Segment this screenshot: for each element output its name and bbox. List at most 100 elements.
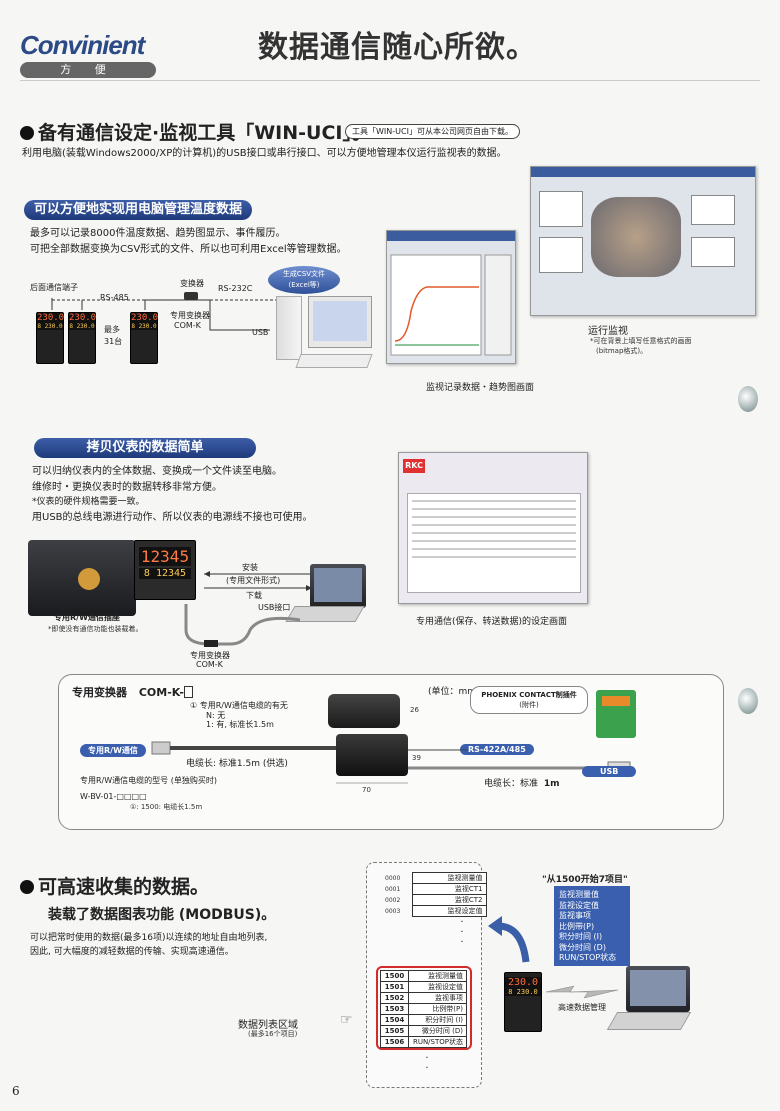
quote-item: RUN/STOP状态	[559, 953, 617, 962]
converter-top-view	[328, 694, 400, 728]
rw-model-note: 专用R/W通信电缆的型号 (单独购买时)	[80, 776, 217, 785]
section1-subtitle: 可以方便地实现用电脑管理温度数据	[24, 200, 253, 220]
section2-desc-3: *仪表的硬件规格需要一致。	[32, 497, 145, 507]
trend-screenshot	[386, 230, 516, 364]
meter-front: 12345 8 12345	[134, 540, 196, 600]
ellipsis-2: ··	[425, 1053, 429, 1074]
meter-section3-display: 230.0	[505, 977, 541, 988]
data-list-label-sub: (最多16个项目)	[248, 1030, 298, 1038]
label-cell: 监视设定值	[411, 905, 487, 917]
quote-list-box: 监视测量值 监视设定值 监视事项 比例带(P) 积分时间 (I) 微分时间 (D…	[554, 886, 630, 966]
laptop-display	[314, 568, 362, 602]
rs422-tag: RS-422A/485	[460, 744, 534, 755]
trend-titlebar	[387, 231, 515, 241]
monitor-panel-3	[691, 195, 735, 225]
addr-cell: 0001	[385, 885, 401, 893]
meter-2-display: 230.0	[69, 313, 97, 323]
csv-bubble-line1: 生成CSV文件	[282, 270, 326, 278]
phoenix-connector	[596, 690, 636, 738]
section2-desc-1: 可以归纳仪表内的全体数据、变换成一个文件读至电脑。	[32, 466, 282, 477]
dim-39: 39	[412, 754, 421, 762]
logo-text: Convinient	[20, 30, 145, 60]
section2-desc-2: 维修时・更换仪表时的数据转移非常方便。	[32, 482, 222, 493]
section1-subdesc-2: 可把全部数据变换为CSV形式的文件、所以也可利用Excel等管理数据。	[30, 244, 347, 255]
addr-cell: 0002	[385, 896, 401, 904]
section3-desc-2: 因此, 可大幅度的减轻数据的传输、实现高速通信。	[30, 947, 234, 957]
monitor-title: 运行监视	[588, 326, 628, 337]
rw-model-code: W-BV-01-□□□□	[80, 792, 147, 801]
addr-cell: 1501	[380, 981, 409, 993]
meter-3-subdisplay: 8 230.0	[131, 323, 157, 330]
dim-70: 70	[362, 786, 371, 794]
csv-bubble: 生成CSV文件 (Excel等)	[268, 266, 340, 294]
section1-subdesc-1: 最多可以记录8000件温度数据、趋势图显示、事件履历。	[30, 228, 286, 239]
csv-bubble-line2: (Excel等)	[288, 281, 320, 289]
addr-cell: 1500	[380, 970, 409, 982]
option-desc-1: ① 专用R/W通信电缆的有无	[190, 701, 288, 710]
monitor-panel-4	[691, 237, 735, 267]
label-cell: 微分时间 (D)	[408, 1025, 467, 1037]
monitor-note-1: *可在背景上填写任意格式的画面	[590, 337, 692, 345]
addr-cell: 0003	[385, 907, 401, 915]
meter-1-subdisplay: 8 230.0	[37, 323, 63, 330]
label-cell: 监视事项	[408, 992, 467, 1004]
laptop-screen	[310, 564, 366, 608]
download-label: 下载	[246, 591, 262, 600]
logo-subtitle: 方 便	[20, 62, 156, 78]
rear-terminal-label: 后面通信端子	[30, 283, 78, 292]
quote-item: 微分时间 (D)	[559, 942, 606, 952]
com-k-label-1b: 专用变换器	[190, 651, 230, 660]
page-number: 6	[12, 1084, 20, 1098]
header-divider	[20, 80, 760, 81]
rs232c-label: RS-232C	[218, 284, 253, 293]
install-label: 安装	[242, 563, 258, 572]
addr-cell: 0000	[385, 874, 401, 882]
model-option-box	[183, 686, 193, 698]
com-k-device	[204, 640, 218, 647]
meter-3: 230.0 8 230.0	[130, 312, 158, 364]
pc-screen	[313, 301, 367, 341]
meter-3-display: 230.0	[131, 313, 159, 323]
section3-title: 可高速收集的数据。	[20, 872, 209, 899]
converter-side-view	[336, 734, 408, 776]
rw-socket-label: 专用R/W通信插座	[54, 613, 120, 622]
section1-title-text: 备有通信设定·监视工具「WIN-UCI」。	[38, 122, 371, 144]
section3-title-text: 可高速收集的数据。	[38, 876, 210, 898]
rw-model-option: ①: 1500: 电缆长1.5m	[130, 803, 203, 811]
quote-item: 比例带(P)	[559, 921, 595, 931]
usb-label: USB	[252, 328, 269, 337]
label-cell: RUN/STOP状态	[408, 1036, 467, 1048]
data-list-label: 数据列表区域	[238, 1020, 298, 1031]
rs485-label: RS-485	[100, 293, 129, 302]
quote-item: 监视测量值	[559, 890, 599, 899]
addr-cell: 1503	[380, 1003, 409, 1015]
pc-monitor	[308, 296, 372, 348]
converter-label: 变换器	[180, 279, 204, 288]
com-k-label-2: COM-K	[174, 321, 201, 330]
option-desc-3: 1: 有, 标准长1.5m	[206, 720, 274, 729]
pc-tower	[276, 296, 302, 360]
label-cell: 监视CT1	[411, 883, 487, 895]
page-title: 数据通信随心所欲。	[258, 30, 537, 65]
meter-front-display: 12345	[139, 547, 191, 566]
rw-comm-tag: 专用R/W通信	[80, 744, 146, 757]
cable-length-1: 电缆长: 标准1.5m (供选)	[186, 759, 288, 769]
usb-cable	[184, 604, 301, 646]
table-row: 0001 监视CT1	[382, 883, 487, 895]
section1-caption: 监视记录数据・趋势图画面	[426, 383, 535, 393]
transfer-arrows	[204, 571, 312, 591]
com-k-label-2b: COM-K	[196, 660, 223, 669]
side-tab-icon-2	[738, 688, 758, 714]
laptop-screen-2	[626, 966, 690, 1012]
label-cell: 积分时间 (I)	[408, 1014, 467, 1026]
com-k-label-1: 专用变换器	[170, 311, 210, 320]
monitor-screenshot	[530, 166, 756, 316]
data-list-highlight	[376, 966, 472, 1050]
